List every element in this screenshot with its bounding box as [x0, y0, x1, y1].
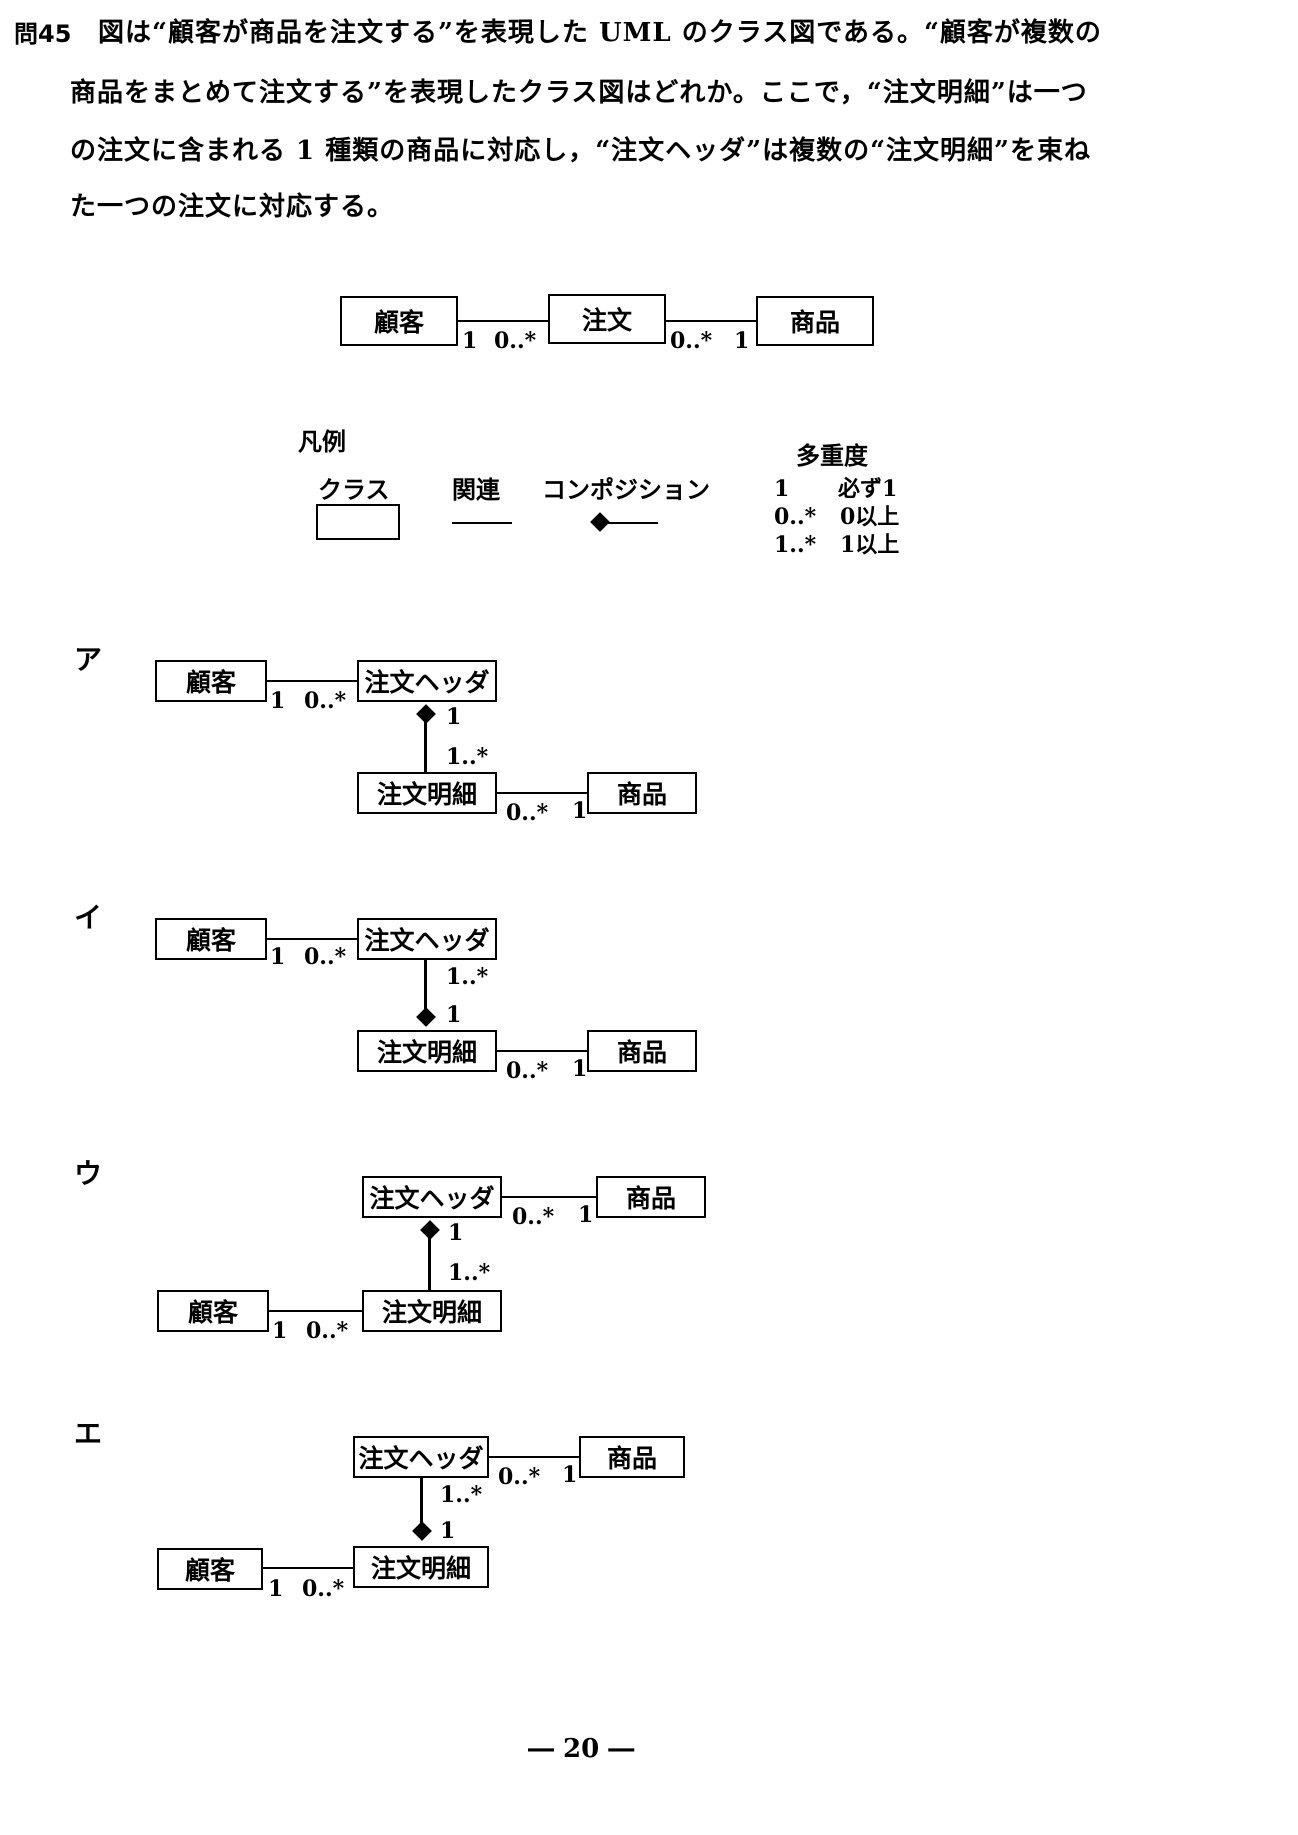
multiplicity: 1 — [440, 1518, 456, 1544]
legend-title: 凡例 — [298, 427, 346, 456]
multiplicity: 0..* — [506, 1058, 549, 1084]
composition-line — [424, 960, 427, 1016]
association-line — [497, 792, 587, 794]
composition-line — [424, 720, 427, 772]
multiplicity: 0..* — [498, 1464, 541, 1490]
multiplicity: 0..* — [494, 328, 537, 354]
class-customer: 顧客 — [155, 660, 267, 702]
association-line — [263, 1567, 353, 1569]
association-line — [497, 1050, 587, 1052]
class-customer: 顧客 — [155, 918, 267, 960]
question-line-3: の注文に含まれる 1 種類の商品に対応し，“注文ヘッダ”は複数の“注文明細”を束… — [70, 136, 1092, 166]
composition-line — [420, 1478, 423, 1530]
multiplicity: 1 — [572, 798, 588, 824]
legend-mult-desc: 1以上 — [840, 532, 900, 558]
multiplicity: 1 — [734, 328, 750, 354]
class-product: 商品 — [596, 1176, 706, 1218]
legend-mult-desc: 必ず1 — [838, 476, 898, 502]
class-order-header: 注文ヘッダ — [357, 660, 497, 702]
option-label: ウ — [74, 1157, 103, 1190]
multiplicity: 1 — [272, 1318, 288, 1344]
legend-assoc-label: 関連 — [452, 475, 500, 504]
multiplicity: 0..* — [302, 1576, 345, 1602]
multiplicity: 1 — [446, 1002, 462, 1028]
question-line-4: た一つの注文に対応する。 — [70, 192, 395, 222]
question-line-2: 商品をまとめて注文する”を表現したクラス図はどれか。ここで，“注文明細”は一つ — [70, 78, 1088, 108]
legend-mult-sym: 0..* — [774, 504, 817, 530]
option-label: イ — [74, 901, 103, 934]
page-number: ― 20 ― — [528, 1734, 635, 1764]
class-order-header: 注文ヘッダ — [353, 1436, 489, 1478]
class-order-detail: 注文明細 — [362, 1290, 502, 1332]
multiplicity: 1..* — [446, 964, 489, 990]
class-product: 商品 — [587, 772, 697, 814]
question-line-1: 図は“顧客が商品を注文する”を表現した UML のクラス図である。“顧客が複数の — [98, 18, 1102, 48]
class-customer: 顧客 — [340, 296, 458, 346]
question-number: 問45 — [14, 20, 72, 48]
multiplicity: 1 — [270, 688, 286, 714]
class-product: 商品 — [756, 296, 874, 346]
multiplicity: 1 — [448, 1220, 464, 1246]
class-order-detail: 注文明細 — [357, 772, 497, 814]
legend-mult-sym: 1 — [774, 476, 790, 502]
class-product: 商品 — [579, 1436, 685, 1478]
legend-class-box — [316, 504, 400, 540]
association-line — [458, 320, 548, 322]
association-line — [489, 1456, 579, 1458]
composition-diamond-icon — [412, 1521, 432, 1541]
association-line — [269, 1310, 362, 1312]
class-customer: 顧客 — [157, 1548, 263, 1590]
legend-comp-label: コンポジション — [542, 475, 710, 504]
association-line — [502, 1196, 596, 1198]
legend-comp-line — [604, 522, 658, 524]
class-order-detail: 注文明細 — [353, 1546, 489, 1588]
multiplicity: 0..* — [304, 688, 347, 714]
association-line — [267, 680, 357, 682]
legend-mult-desc: 0以上 — [840, 504, 900, 530]
legend-assoc-line — [452, 522, 512, 524]
class-order-header: 注文ヘッダ — [362, 1176, 502, 1218]
legend-mult-sym: 1..* — [774, 532, 817, 558]
multiplicity: 1 — [462, 328, 478, 354]
multiplicity: 1 — [270, 944, 286, 970]
multiplicity: 0..* — [670, 328, 713, 354]
multiplicity: 1 — [578, 1202, 594, 1228]
multiplicity: 1..* — [448, 1260, 491, 1286]
multiplicity: 1 — [446, 704, 462, 730]
class-customer: 顧客 — [157, 1290, 269, 1332]
class-order-detail: 注文明細 — [357, 1030, 497, 1072]
composition-diamond-icon — [416, 1007, 436, 1027]
multiplicity: 0..* — [512, 1204, 555, 1230]
multiplicity: 0..* — [506, 800, 549, 826]
association-line — [666, 320, 756, 322]
legend-mult-title: 多重度 — [796, 441, 868, 470]
multiplicity: 1 — [268, 1576, 284, 1602]
option-label: エ — [74, 1417, 103, 1450]
multiplicity: 1..* — [446, 744, 489, 770]
multiplicity: 1 — [572, 1056, 588, 1082]
multiplicity: 1 — [562, 1462, 578, 1488]
class-order-header: 注文ヘッダ — [357, 918, 497, 960]
composition-line — [428, 1236, 431, 1290]
option-label: ア — [74, 643, 103, 676]
association-line — [267, 938, 357, 940]
multiplicity: 0..* — [306, 1318, 349, 1344]
multiplicity: 0..* — [304, 944, 347, 970]
multiplicity: 1..* — [440, 1482, 483, 1508]
class-order: 注文 — [548, 294, 666, 344]
legend-class-label: クラス — [318, 475, 390, 504]
class-product: 商品 — [587, 1030, 697, 1072]
